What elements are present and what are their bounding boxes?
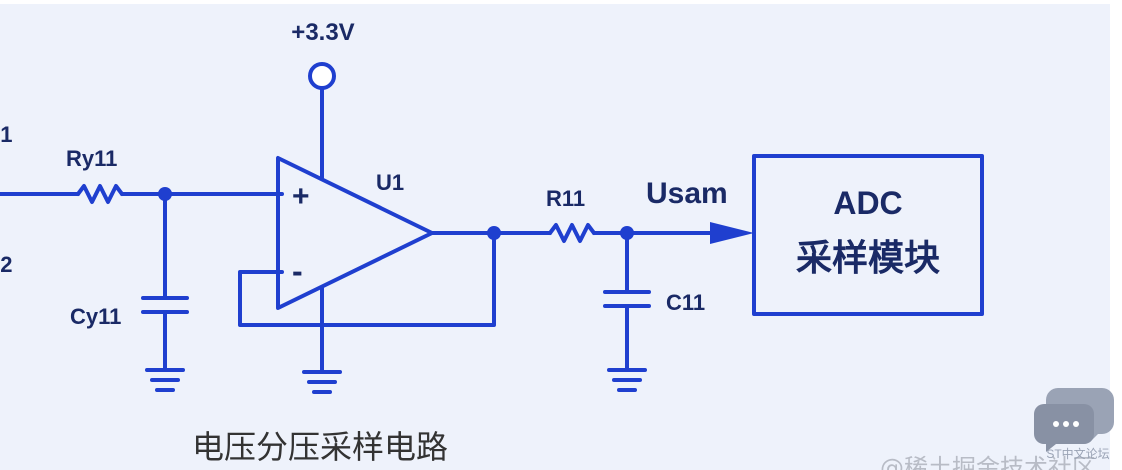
minus-label: - — [292, 253, 303, 289]
cy11-label: Cy11 — [70, 304, 121, 329]
diagram-panel — [0, 4, 1110, 470]
junction-dot — [620, 226, 634, 240]
ry11-label: Ry11 — [66, 146, 117, 171]
opamp-label: U1 — [376, 170, 404, 195]
chat-bubble-icon[interactable] — [1034, 388, 1114, 452]
vcc-terminal-icon — [308, 62, 336, 90]
opamp-u1 — [276, 156, 434, 310]
diagram-caption: 电压分压采样电路 — [192, 428, 448, 466]
resistor-r11 — [548, 223, 596, 243]
vcc-label: +3.3V — [291, 19, 354, 46]
plus-label: + — [292, 180, 310, 213]
resistor-ry11 — [76, 184, 124, 204]
c11-label: C11 — [666, 290, 705, 315]
badge-label: ST中文论坛 — [1046, 446, 1109, 461]
feedback-wire — [238, 231, 496, 327]
watermark-text: @稀土掘金技术社区 — [880, 454, 1096, 470]
arrow-right-icon — [710, 222, 754, 244]
left-label-1: 31 — [0, 122, 12, 147]
adc-block — [752, 154, 984, 316]
left-label-2: 32 — [0, 252, 12, 277]
junction-dot — [487, 226, 501, 240]
adc-title: ADC — [833, 185, 902, 221]
adc-subtitle: 采样模块 — [796, 238, 940, 279]
junction-dot — [158, 187, 172, 201]
usam-label: Usam — [646, 177, 728, 210]
r11-label: R11 — [546, 186, 585, 211]
